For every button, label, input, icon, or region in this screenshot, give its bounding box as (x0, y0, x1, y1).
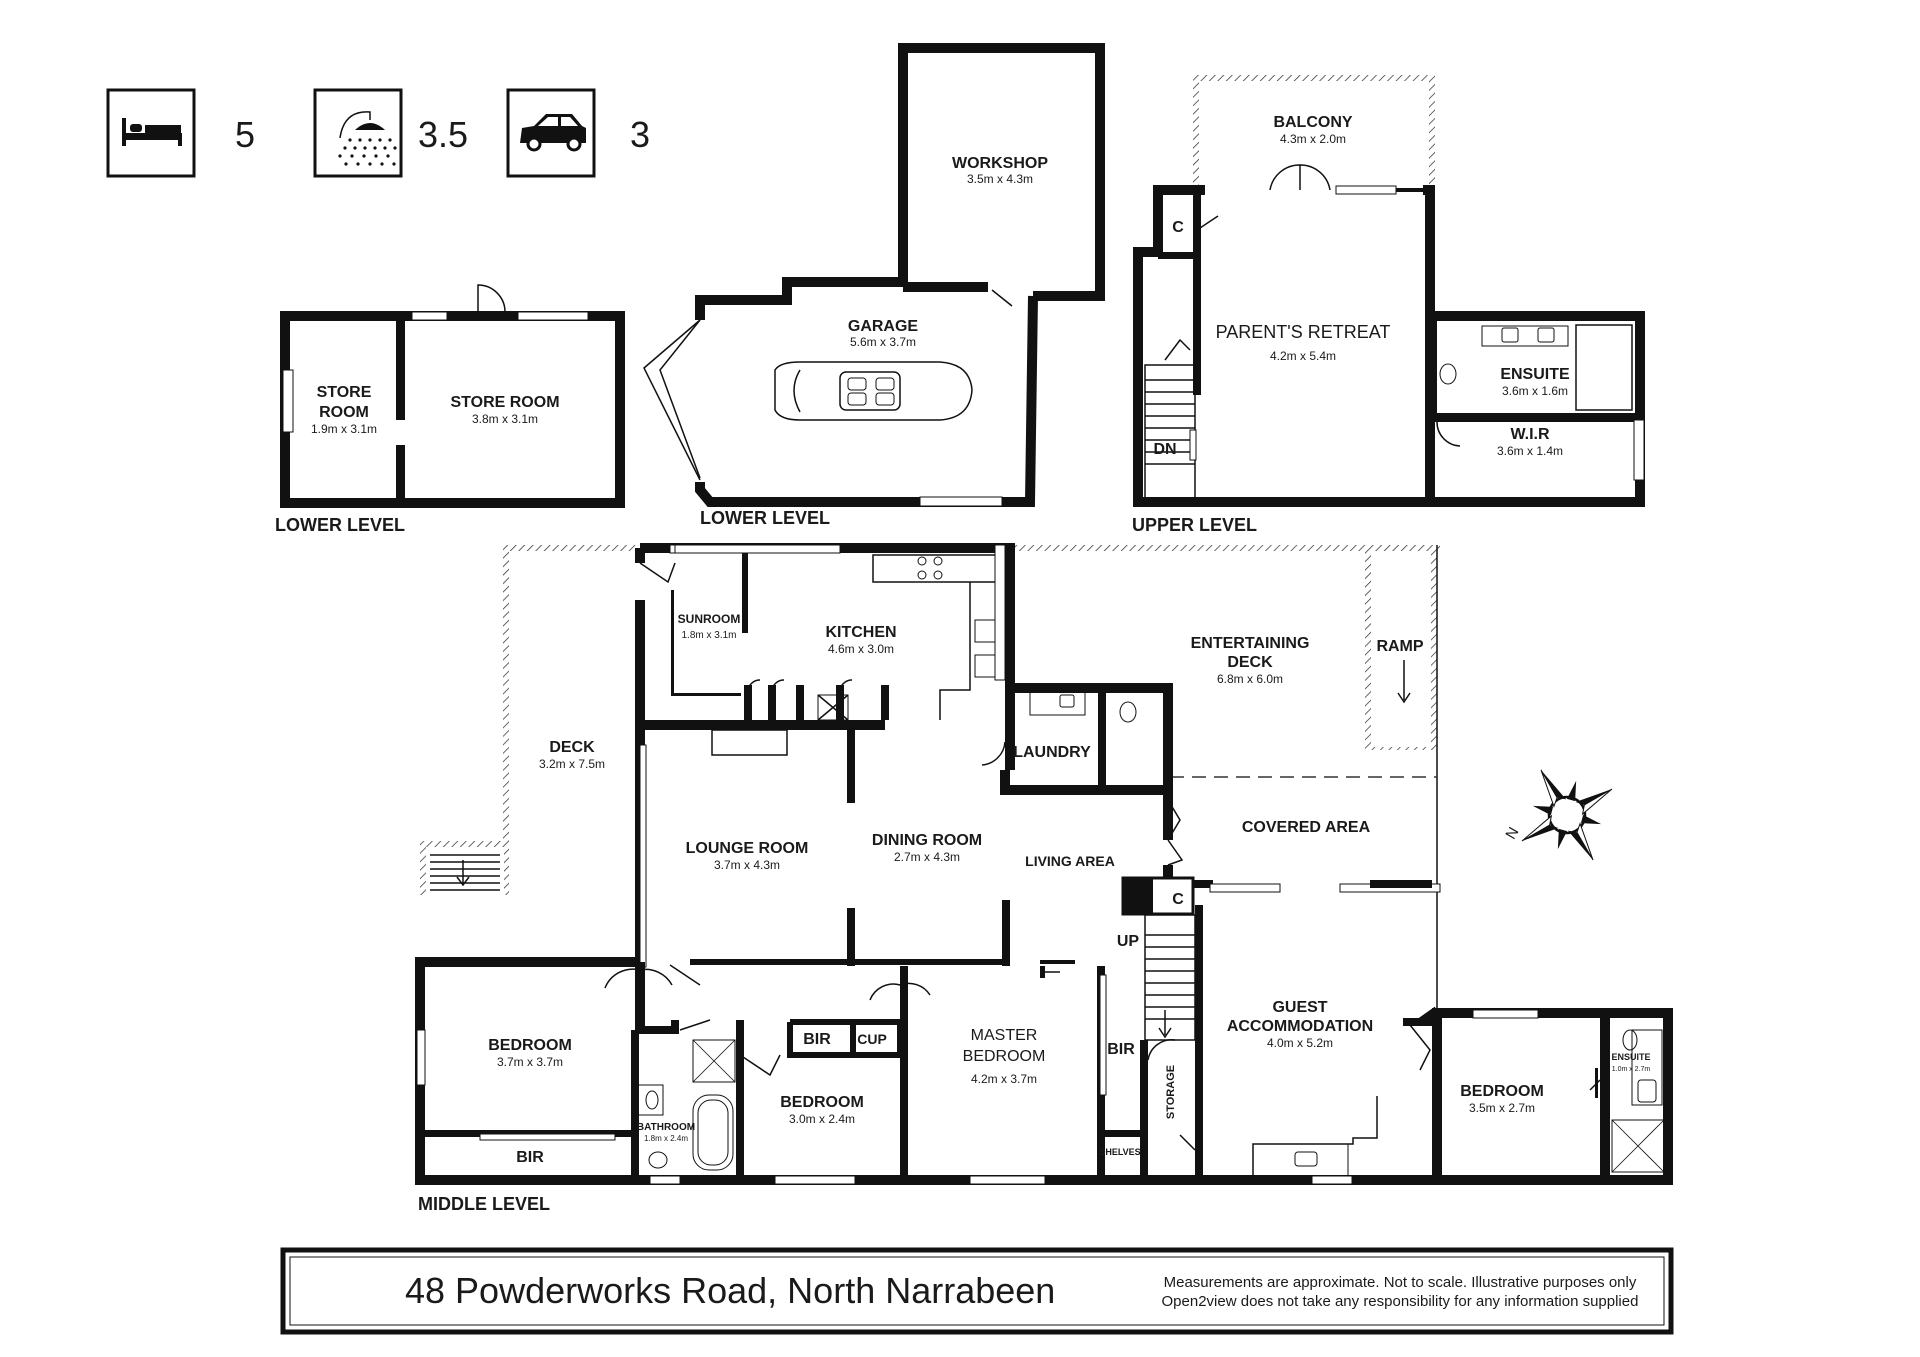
kitchen-label: KITCHEN (825, 624, 896, 641)
bathroom-dims: 1.8m x 2.4m (644, 1134, 688, 1143)
level-label-lower-2: LOWER LEVEL (700, 508, 830, 528)
garage-label: GARAGE (848, 318, 919, 335)
kitchen-dims: 4.6m x 3.0m (828, 642, 894, 656)
deck-label: DECK (549, 739, 595, 756)
balcony-dims: 4.3m x 2.0m (1280, 132, 1346, 146)
store-room-small-label-1: STORE (317, 384, 372, 401)
bedrooms-count: 5 (235, 114, 255, 155)
guest-accommodation-label-1: GUEST (1272, 999, 1327, 1016)
bed-icon (106, 88, 196, 178)
compass-north-label: N (1502, 824, 1522, 842)
car-icon (506, 88, 596, 178)
dining-room-label: DINING ROOM (872, 832, 982, 849)
upper-level-block (1133, 75, 1645, 507)
entertaining-deck-dims: 6.8m x 6.0m (1217, 672, 1283, 686)
bedroom-2-dims: 3.0m x 2.4m (789, 1112, 855, 1126)
laundry-label: LAUNDRY (1013, 744, 1091, 761)
entertaining-deck-label-2: DECK (1227, 654, 1273, 671)
guest-accommodation-dims: 4.0m x 5.2m (1267, 1036, 1333, 1050)
garage-workshop-block (643, 43, 1105, 507)
closet-upper-label: C (1172, 219, 1184, 236)
parents-retreat-label: PARENT'S RETREAT (1216, 322, 1391, 342)
workshop-label: WORKSHOP (952, 155, 1048, 172)
covered-area-label: COVERED AREA (1242, 819, 1371, 836)
shower-icon (313, 88, 403, 178)
ensuite-upper-dims: 3.6m x 1.6m (1502, 384, 1568, 398)
wir-label: W.I.R (1510, 426, 1550, 443)
deck-dims: 3.2m x 7.5m (539, 757, 605, 771)
bedroom-3-label: BEDROOM (1460, 1083, 1544, 1100)
store-room-label: STORE ROOM (450, 394, 559, 411)
sunroom-dims: 1.8m x 3.1m (681, 630, 736, 641)
ensuite-upper-label: ENSUITE (1500, 366, 1570, 383)
store-room-small-dims: 1.9m x 3.1m (311, 422, 377, 436)
level-label-upper: UPPER LEVEL (1132, 515, 1257, 535)
disclaimer-line-1: Measurements are approximate. Not to sca… (1164, 1274, 1637, 1291)
cupboard-label: CUP (857, 1031, 887, 1047)
workshop-dims: 3.5m x 4.3m (967, 172, 1033, 186)
store-rooms-block (280, 284, 625, 508)
car-top-view-icon (774, 361, 973, 421)
level-label-lower-1: LOWER LEVEL (275, 515, 405, 535)
disclaimer-line-2: Open2view does not take any responsibili… (1162, 1293, 1639, 1310)
master-bedroom-label-1: MASTER (971, 1027, 1038, 1044)
bathroom-label: BATHROOM (637, 1122, 695, 1133)
storage-label: STORAGE (1165, 1065, 1177, 1119)
bathrooms-count: 3.5 (418, 114, 468, 155)
living-area-label: LIVING AREA (1025, 853, 1115, 869)
bedroom-3-dims: 3.5m x 2.7m (1469, 1101, 1535, 1115)
car-spaces-count: 3 (630, 114, 650, 155)
compass-rose-icon (1521, 769, 1613, 861)
master-bedroom-label-2: BEDROOM (963, 1048, 1046, 1065)
shelves-label: SHELVES (1099, 1147, 1140, 1157)
lounge-room-dims: 3.7m x 4.3m (714, 858, 780, 872)
level-label-middle: MIDDLE LEVEL (418, 1194, 550, 1214)
store-room-dims: 3.8m x 3.1m (472, 412, 538, 426)
bir-2-label: BIR (803, 1031, 831, 1048)
bir-3-label: BIR (1107, 1041, 1135, 1058)
ensuite-middle-label: ENSUITE (1611, 1052, 1650, 1062)
address-text: 48 Powderworks Road, North Narrabeen (405, 1270, 1055, 1311)
balcony-label: BALCONY (1273, 114, 1352, 131)
ramp-label: RAMP (1376, 638, 1423, 655)
store-room-small-label-2: ROOM (319, 404, 369, 421)
master-bedroom-dims: 4.2m x 3.7m (971, 1072, 1037, 1086)
bedroom-2-label: BEDROOM (780, 1094, 864, 1111)
sunroom-label: SUNROOM (678, 612, 741, 626)
bedroom-1-dims: 3.7m x 3.7m (497, 1055, 563, 1069)
garage-dims: 5.6m x 3.7m (850, 335, 916, 349)
dining-room-dims: 2.7m x 4.3m (894, 850, 960, 864)
lounge-room-label: LOUNGE ROOM (686, 840, 809, 857)
closet-middle-label: C (1172, 891, 1184, 908)
middle-level-block (415, 543, 1673, 1185)
stairs-down-label: DN (1153, 441, 1176, 458)
ensuite-middle-dims: 1.0m x 2.7m (1612, 1066, 1651, 1073)
guest-accommodation-label-2: ACCOMMODATION (1227, 1018, 1373, 1035)
wir-dims: 3.6m x 1.4m (1497, 444, 1563, 458)
footer-box (280, 1247, 1674, 1335)
entertaining-deck-label-1: ENTERTAINING (1191, 635, 1310, 652)
bedroom-1-label: BEDROOM (488, 1037, 572, 1054)
parents-retreat-dims: 4.2m x 5.4m (1270, 349, 1336, 363)
bir-1-label: BIR (516, 1149, 544, 1166)
stairs-up-label: UP (1117, 933, 1140, 950)
